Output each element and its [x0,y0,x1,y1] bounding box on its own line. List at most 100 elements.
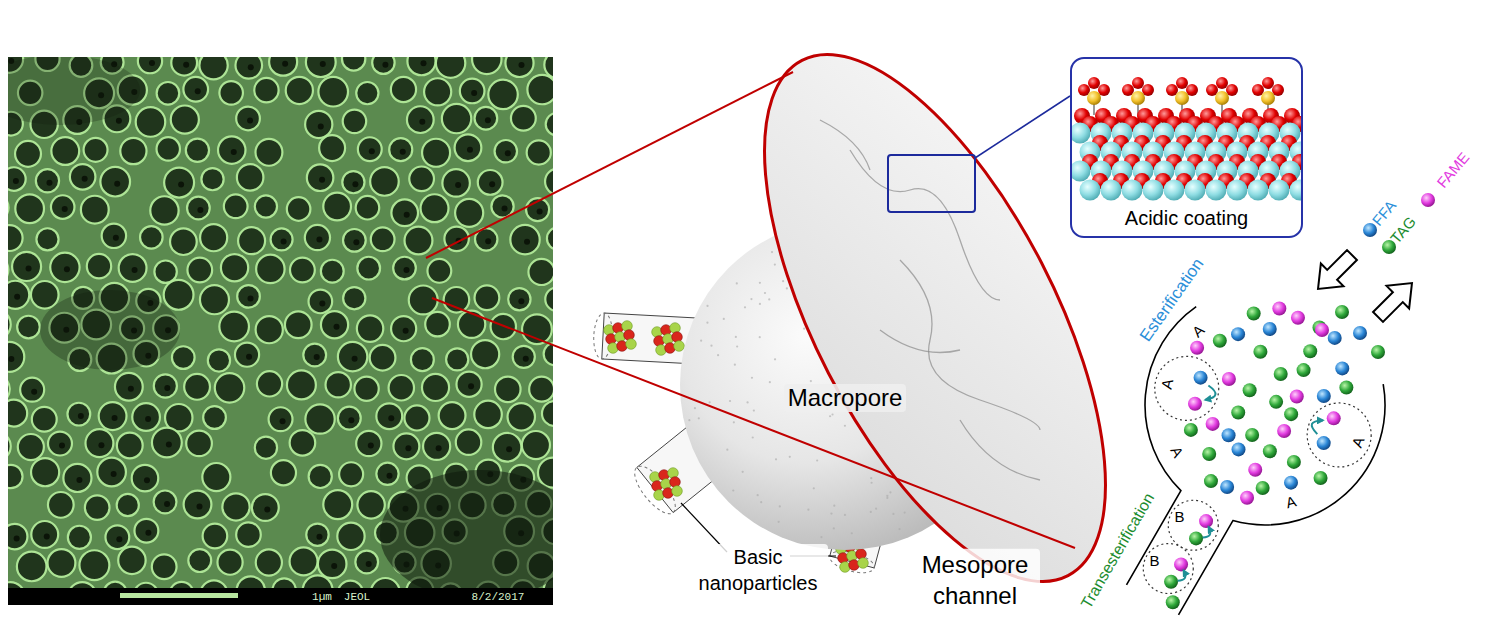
texture-speck [752,436,754,438]
pore-hole [309,465,332,488]
site-letter: A [1158,378,1177,391]
fame-ball [1272,302,1286,316]
pore-hole [117,433,143,459]
pore-dot [537,209,543,215]
pore-hole [17,552,47,582]
texture-speck [813,487,815,489]
pore-hole [257,371,282,396]
texture-speck [829,415,831,417]
pore-hole [222,493,249,520]
pore-hole [290,258,315,283]
tag-ball [1335,305,1349,319]
pore-hole [136,107,166,137]
pore-dot [98,442,104,448]
pore-hole [8,582,25,588]
site-letter: A [1284,492,1298,511]
oxygen-atom [1088,77,1100,89]
fame-ball [1222,372,1236,386]
pore-hole [371,227,395,251]
pore-dot [319,177,325,183]
texture-speck [734,364,736,366]
pore-dot [113,235,119,241]
pore-hole [478,170,503,195]
pore-hole [120,138,146,164]
pore-hole [370,167,399,196]
pore-hole [199,57,227,79]
tag-ball [1297,363,1311,377]
site-letter: B [1174,509,1184,526]
texture-speck [779,505,781,507]
texture-speck [844,425,846,427]
pore-hole [97,458,126,487]
pore-hole [528,259,553,285]
pore-hole [31,281,59,309]
texture-speck [706,322,708,324]
oxygen-atom [1176,77,1188,89]
pore-hole [318,550,347,579]
texture-speck [750,298,752,300]
tag-ball [1247,307,1261,321]
pore-hole [48,492,74,518]
texture-speck [698,417,700,419]
pore-hole [100,167,130,197]
pore-hole [85,495,110,520]
pore-dot [26,265,32,271]
pore-hole [495,140,517,162]
pore-hole [8,194,9,221]
nanoparticle-atom [858,558,869,569]
texture-speck [759,336,761,338]
pore-hole [355,551,378,574]
pore-hole [187,197,210,220]
metal-atom [1185,180,1206,201]
texture-speck [851,532,853,534]
pore-hole [338,342,367,371]
pore-hole [154,491,177,514]
pore-dot [348,417,354,423]
vein [900,260,1040,430]
pore-dot [144,477,150,483]
pore-hole [305,111,332,138]
pore-dot [281,238,287,244]
pore-hole [343,110,367,134]
flow-arrow [1367,272,1424,329]
pore-dot [149,60,155,66]
site-circle [1307,403,1371,467]
pore-hole [305,404,334,433]
fame-ball [1206,417,1220,431]
pore-dot [314,354,320,360]
pore-hole [404,405,429,430]
pore-hole [67,403,90,426]
texture-speck [726,449,728,451]
texture-speck [831,413,833,415]
fame-ball [1240,491,1254,505]
pore-hole [256,255,284,283]
pore-dot [62,206,68,212]
pore-hole [8,167,26,191]
metal-atom [1248,180,1269,201]
pore-hole [8,400,27,427]
pore-hole [442,169,470,197]
texture-speck [782,280,784,282]
texture-speck [774,358,776,360]
pore-hole [201,168,223,190]
pore-dot [164,501,170,507]
pore-dot [247,117,253,123]
pore-dot [518,62,524,68]
pore-hole [271,228,293,250]
pore-hole [356,196,380,220]
sulfur-atom [1175,91,1189,105]
pore-hole [493,433,522,462]
pore-hole [488,80,517,109]
pore-hole [187,258,212,283]
pore-hole [221,254,248,281]
pore-dot [386,473,392,479]
tag-ball [1371,345,1385,359]
pore-dot [44,533,50,539]
texture-speck [759,303,761,305]
texture-speck [733,421,735,423]
pore-hole [411,348,434,371]
pore-dot [320,61,326,67]
pore-hole [18,434,44,460]
tube-end [628,460,682,520]
pore-dot [78,413,84,419]
